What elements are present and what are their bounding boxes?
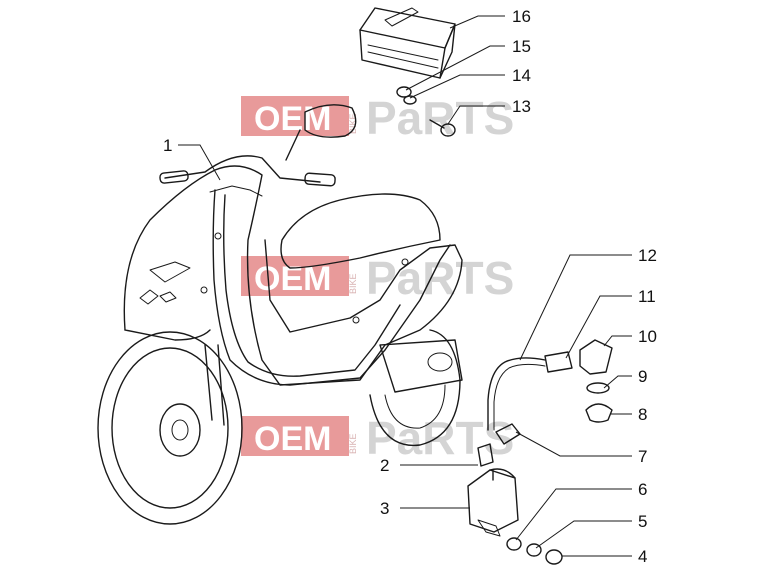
watermark-red-box — [241, 256, 349, 296]
regulator-fins — [367, 44, 439, 69]
regulator-nut — [403, 95, 417, 105]
watermark-bottom: OEM BIKE PaRTS — [241, 412, 514, 464]
leader-9 — [603, 375, 632, 389]
regulator-connector — [384, 7, 419, 27]
ignition-coil — [467, 468, 519, 537]
wiring-harness-secondary — [223, 194, 401, 377]
watermark-middle: OEM BIKE PaRTS — [241, 252, 514, 304]
right-grip — [304, 172, 336, 187]
watermark-oem-text: OEM — [254, 420, 331, 458]
callout-13: 13 — [512, 97, 531, 116]
leader-14 — [409, 74, 505, 99]
seat — [280, 193, 441, 269]
callout-14: 14 — [512, 66, 531, 85]
rear-wheel — [369, 329, 461, 447]
front-fork — [204, 344, 225, 426]
callout-9: 9 — [638, 367, 647, 386]
harness-clip — [401, 258, 409, 266]
callout-7: 7 — [638, 447, 647, 466]
leader-6 — [515, 488, 632, 541]
leader-1 — [178, 144, 221, 181]
coil-nut — [545, 549, 563, 565]
regulator-front-face — [359, 29, 446, 79]
callout-11: 11 — [638, 287, 656, 306]
grommet — [585, 403, 613, 423]
watermark-bike-text: BIKE — [348, 433, 358, 454]
front-wheel-tire — [97, 331, 243, 525]
front-wheel-rim — [111, 347, 229, 509]
regulator-top-face — [359, 7, 456, 49]
harness-clip — [352, 316, 360, 324]
regulator-side-face — [439, 23, 456, 79]
callout-5: 5 — [638, 512, 647, 531]
mirror-stem — [285, 129, 301, 161]
harness-clip — [214, 232, 222, 240]
spark-plug-cap — [579, 339, 613, 375]
callout-10: 10 — [638, 327, 657, 346]
front-wheel-hub — [159, 403, 201, 457]
coil-spring-washer — [526, 543, 542, 557]
leader-lines — [178, 15, 632, 557]
leader-7 — [515, 431, 632, 457]
coil-cap — [477, 443, 494, 467]
scooter-body — [123, 165, 463, 386]
ht-cable — [487, 357, 546, 431]
callout-16: 16 — [512, 7, 531, 26]
engine-cover — [427, 352, 453, 372]
ht-cable-outline — [493, 363, 546, 431]
voltage-regulator — [359, 7, 456, 79]
cable-connector — [544, 351, 573, 373]
callout-8: 8 — [638, 405, 647, 424]
callout-2: 2 — [380, 456, 389, 475]
leader-11 — [565, 295, 632, 359]
front-wheel-axle — [171, 419, 189, 441]
leader-15 — [405, 45, 505, 91]
callout-15: 15 — [512, 37, 531, 56]
leader-10 — [603, 335, 632, 347]
callout-3: 3 — [380, 499, 389, 518]
coil-top — [489, 468, 516, 481]
watermark-red-box — [241, 96, 349, 136]
leader-5 — [535, 520, 632, 549]
watermark-top: OEM BIKE PaRTS — [241, 92, 514, 144]
o-ring — [586, 382, 610, 394]
harness-connectors — [209, 185, 263, 197]
callout-4: 4 — [638, 547, 647, 566]
rear-wheel-rim — [384, 384, 446, 429]
mirror — [304, 104, 357, 138]
harness-clip — [200, 286, 208, 294]
wiring-harness — [212, 189, 451, 386]
callout-6: 6 — [638, 480, 647, 499]
callout-12: 12 — [638, 246, 657, 265]
engine-block — [379, 339, 463, 393]
handlebar — [164, 155, 321, 183]
regulator-washer — [396, 86, 412, 98]
leader-12 — [519, 254, 632, 361]
watermark-bike-text: BIKE — [348, 273, 358, 294]
watermark-bike-text: BIKE — [348, 113, 358, 134]
left-grip — [159, 170, 189, 184]
headlight — [149, 261, 191, 283]
callout-numbers: 1 2 3 4 5 6 7 8 9 10 11 12 13 14 15 16 — [163, 7, 657, 566]
scooter-illustration — [97, 104, 463, 525]
watermark-oem-text: OEM — [254, 100, 331, 138]
leader-13 — [447, 105, 505, 125]
coil-washer — [506, 537, 522, 551]
indicator-lights — [139, 289, 177, 305]
leader-16 — [449, 15, 505, 29]
watermark-parts-text: PaRTS — [366, 92, 514, 144]
coil-terminal — [477, 519, 501, 537]
front-shield-lower — [124, 329, 211, 341]
callout-1: 1 — [163, 136, 172, 155]
watermark-red-box — [241, 416, 349, 456]
